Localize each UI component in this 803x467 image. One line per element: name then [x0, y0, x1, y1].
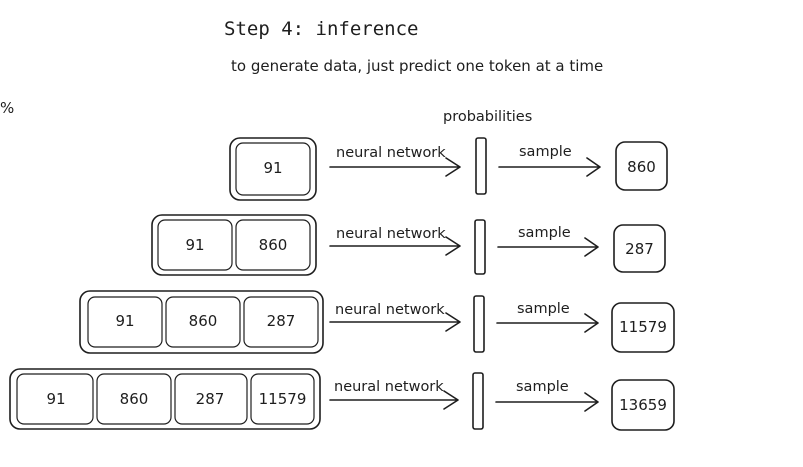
output-token-box [613, 224, 666, 273]
diagram-subtitle: to generate data, just predict one token… [231, 57, 603, 75]
output-token: 860 [627, 158, 656, 176]
output-token-box [611, 379, 675, 431]
neural-network-arrow [329, 236, 461, 256]
output-token: 287 [625, 240, 654, 258]
output-token: 11579 [619, 318, 667, 336]
inference-row-4: 91 860 287 11579 neural network sample 1… [9, 368, 675, 431]
context-token: 860 [120, 390, 149, 408]
edge-mark: % [0, 99, 14, 117]
probabilities-bar [474, 219, 486, 275]
context-token: 91 [263, 159, 282, 177]
sample-arrow [496, 313, 599, 333]
output-token-box [615, 141, 668, 191]
context-group-outline [151, 214, 317, 276]
context-token: 91 [46, 390, 65, 408]
sample-label: sample [519, 144, 572, 160]
neural-network-label: neural network [336, 145, 446, 161]
sample-label: sample [516, 379, 569, 395]
token-box [87, 296, 163, 348]
output-token-box [611, 302, 675, 353]
context-token: 287 [196, 390, 225, 408]
probabilities-bar [473, 295, 485, 353]
token-box [96, 373, 172, 425]
context-token: 91 [115, 312, 134, 330]
inference-row-2: 91 860 neural network sample 287 [151, 214, 666, 276]
neural-network-label: neural network [335, 302, 445, 318]
token-box [235, 142, 311, 196]
neural-network-label: neural network [334, 379, 444, 395]
context-group-outline [9, 368, 321, 430]
diagram-title: Step 4: inference [224, 18, 418, 40]
neural-network-arrow [329, 390, 459, 410]
sample-label: sample [518, 225, 571, 241]
neural-network-arrow [329, 157, 461, 177]
context-group-outline [229, 137, 317, 201]
context-token: 287 [267, 312, 296, 330]
output-token: 13659 [619, 396, 667, 414]
inference-row-1: 91 neural network sample 860 [229, 137, 668, 201]
context-group-outline [79, 290, 324, 354]
sample-arrow [495, 392, 599, 412]
context-token: 860 [259, 236, 288, 254]
context-token: 91 [185, 236, 204, 254]
token-box [174, 373, 248, 425]
token-box [250, 373, 315, 425]
probabilities-bar [475, 137, 487, 195]
probabilities-label: probabilities [443, 109, 532, 125]
probabilities-bar [472, 372, 484, 430]
context-token: 11579 [259, 390, 307, 408]
neural-network-label: neural network [336, 226, 446, 242]
token-box [16, 373, 94, 425]
sample-arrow [497, 237, 599, 257]
token-box [235, 219, 311, 271]
context-token: 860 [189, 312, 218, 330]
neural-network-arrow [329, 312, 461, 332]
token-box [165, 296, 241, 348]
inference-row-3: 91 860 287 neural network sample 11579 [79, 290, 675, 354]
sample-label: sample [517, 301, 570, 317]
sample-arrow [498, 157, 601, 177]
token-box [243, 296, 319, 348]
token-box [157, 219, 233, 271]
